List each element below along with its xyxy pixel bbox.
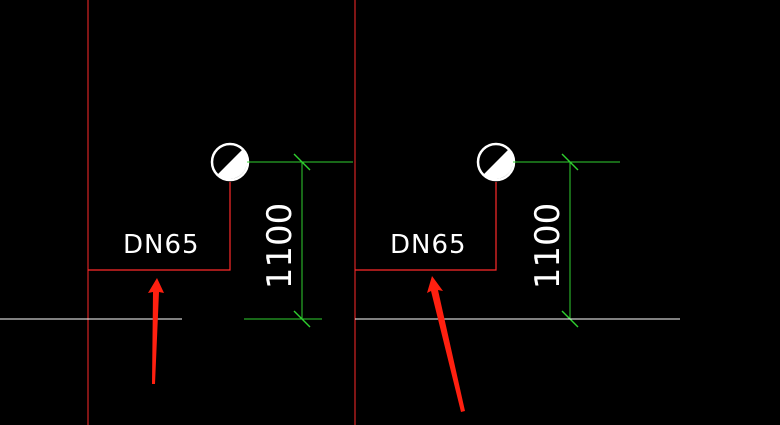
detail-right: 1100 DN65 <box>355 142 680 412</box>
dimension-value: 1100 <box>528 203 568 290</box>
dimension-value: 1100 <box>260 203 300 290</box>
pipe-size-label: DN65 <box>390 230 467 260</box>
annotation-arrow <box>427 276 465 412</box>
annotation-arrow <box>148 278 164 384</box>
detail-left: 1100 DN65 <box>0 0 356 425</box>
valve-circle-icon <box>210 142 250 182</box>
pipe-route <box>88 182 231 271</box>
pipe-route <box>355 182 497 271</box>
pipe-size-label: DN65 <box>123 230 200 260</box>
valve-circle-icon <box>476 142 516 182</box>
dimension-1100: 1100 <box>244 153 353 328</box>
